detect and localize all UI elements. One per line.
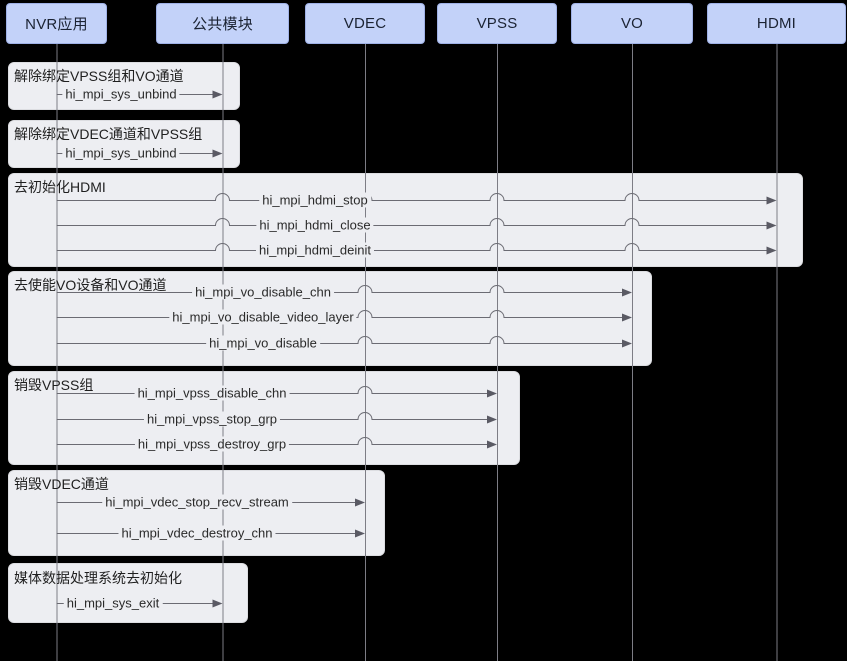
fragment-title: 解除绑定VPSS组和VO通道 [14,68,184,84]
message-arrowhead-icon [622,339,632,348]
message-label: hi_mpi_sys_unbind [62,145,180,161]
message-label: hi_mpi_vpss_stop_grp [143,411,281,427]
fragment-title: 去初始化HDMI [14,179,106,195]
message-arrowhead-icon [212,90,223,99]
fragment-deinit-hdmi [8,173,803,267]
message-arrowhead-icon [355,498,365,507]
message-arrowhead-icon [622,313,632,322]
message-arrow [56,243,768,251]
participant-box-nvr-app: NVR应用 [6,3,107,44]
fragment-title: 销毁VPSS组 [14,377,94,393]
message-label: hi_mpi_vpss_disable_chn [134,385,290,401]
fragment-title: 媒体数据处理系统去初始化 [14,570,182,586]
participant-label: VDEC [343,15,387,32]
message-arrow [56,336,623,344]
message-label: hi_mpi_sys_exit [63,595,163,611]
message-label: hi_mpi_hdmi_deinit [255,242,375,258]
message-arrowhead-icon [212,149,223,158]
message-arrowhead-icon [622,288,632,297]
message-label: hi_mpi_vo_disable_chn [192,284,334,300]
participant-box-common-module: 公共模块 [156,3,289,44]
fragment-unbind-vpss-vo [8,62,240,110]
fragment-destroy-vdec [8,470,385,556]
message-arrow [56,218,768,226]
message-label: hi_mpi_vo_disable_video_layer [169,309,357,325]
fragment-title: 销毁VDEC通道 [14,476,109,492]
participant-box-vo: VO [571,3,693,44]
message-arrowhead-icon [355,529,365,538]
message-label: hi_mpi_vo_disable [206,335,320,351]
message-label: hi_mpi_sys_unbind [62,86,180,102]
participant-label: NVR应用 [25,16,88,33]
message-label: hi_mpi_vdec_stop_recv_stream [102,494,292,510]
message-label: hi_mpi_vpss_destroy_grp [134,436,290,452]
message-arrowhead-icon [487,389,497,398]
participant-box-vdec: VDEC [305,3,425,44]
participant-box-hdmi: HDMI [707,3,846,44]
participant-box-vpss: VPSS [437,3,557,44]
message-label: hi_mpi_hdmi_stop [259,192,371,208]
message-arrowhead-icon [766,246,777,255]
message-arrowhead-icon [766,221,777,230]
message-label: hi_mpi_hdmi_close [256,217,374,233]
fragment-sys-deinit [8,563,248,623]
message-label: hi_mpi_vdec_destroy_chn [118,525,276,541]
participant-label: 公共模块 [192,16,253,33]
message-arrow [56,193,768,201]
participant-label: VO [620,15,644,32]
participant-label: HDMI [756,15,797,32]
message-arrowhead-icon [212,599,223,608]
message-arrowhead-icon [487,415,497,424]
message-arrowhead-icon [766,196,777,205]
fragment-title: 解除绑定VDEC通道和VPSS组 [14,126,203,142]
participant-label: VPSS [476,15,518,32]
message-arrowhead-icon [487,440,497,449]
fragment-title: 去使能VO设备和VO通道 [14,277,167,293]
